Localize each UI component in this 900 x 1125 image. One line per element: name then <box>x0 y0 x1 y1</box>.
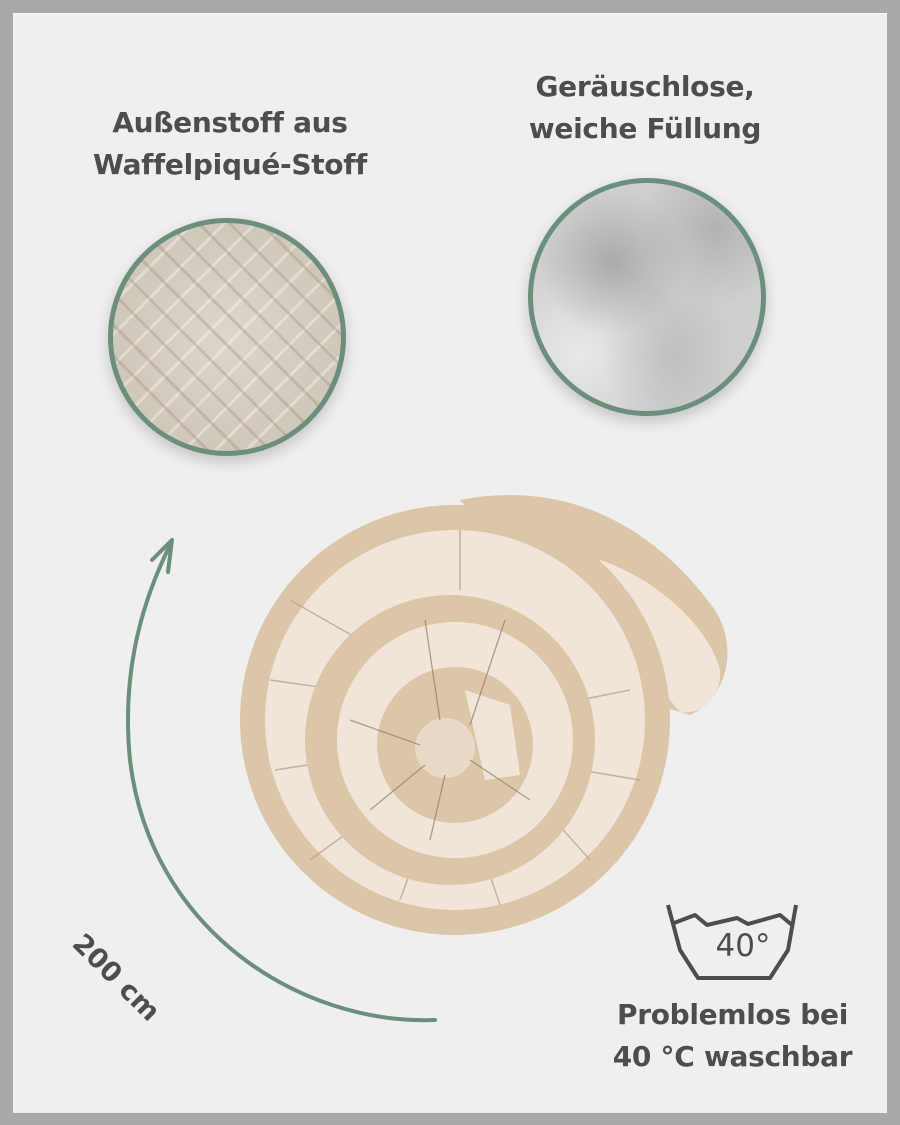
fabric-caption: Außenstoff aus Waffelpiqué-Stoff <box>70 102 390 186</box>
fabric-caption-line2: Waffelpiqué-Stoff <box>92 148 367 181</box>
filling-caption: Geräuschlose, weiche Füllung <box>495 66 795 150</box>
wash-temperature: 40° <box>715 928 771 964</box>
washing-caption: Problemlos bei 40 °C waschbar <box>580 994 885 1078</box>
filling-image <box>528 178 766 416</box>
washing-caption-line1: Problemlos bei <box>616 998 849 1031</box>
length-arrow-icon <box>126 543 437 1023</box>
fabric-caption-line1: Außenstoff aus <box>112 106 348 139</box>
spiral-pillow-image <box>240 494 728 935</box>
arrow-head-icon <box>150 538 174 574</box>
filling-caption-line1: Geräuschlose, <box>535 70 755 103</box>
filling-caption-line2: weiche Füllung <box>528 112 762 145</box>
wash-symbol-icon <box>666 904 798 980</box>
washing-caption-line2: 40 °C waschbar <box>612 1040 853 1073</box>
waffle-fabric-image <box>108 218 346 456</box>
